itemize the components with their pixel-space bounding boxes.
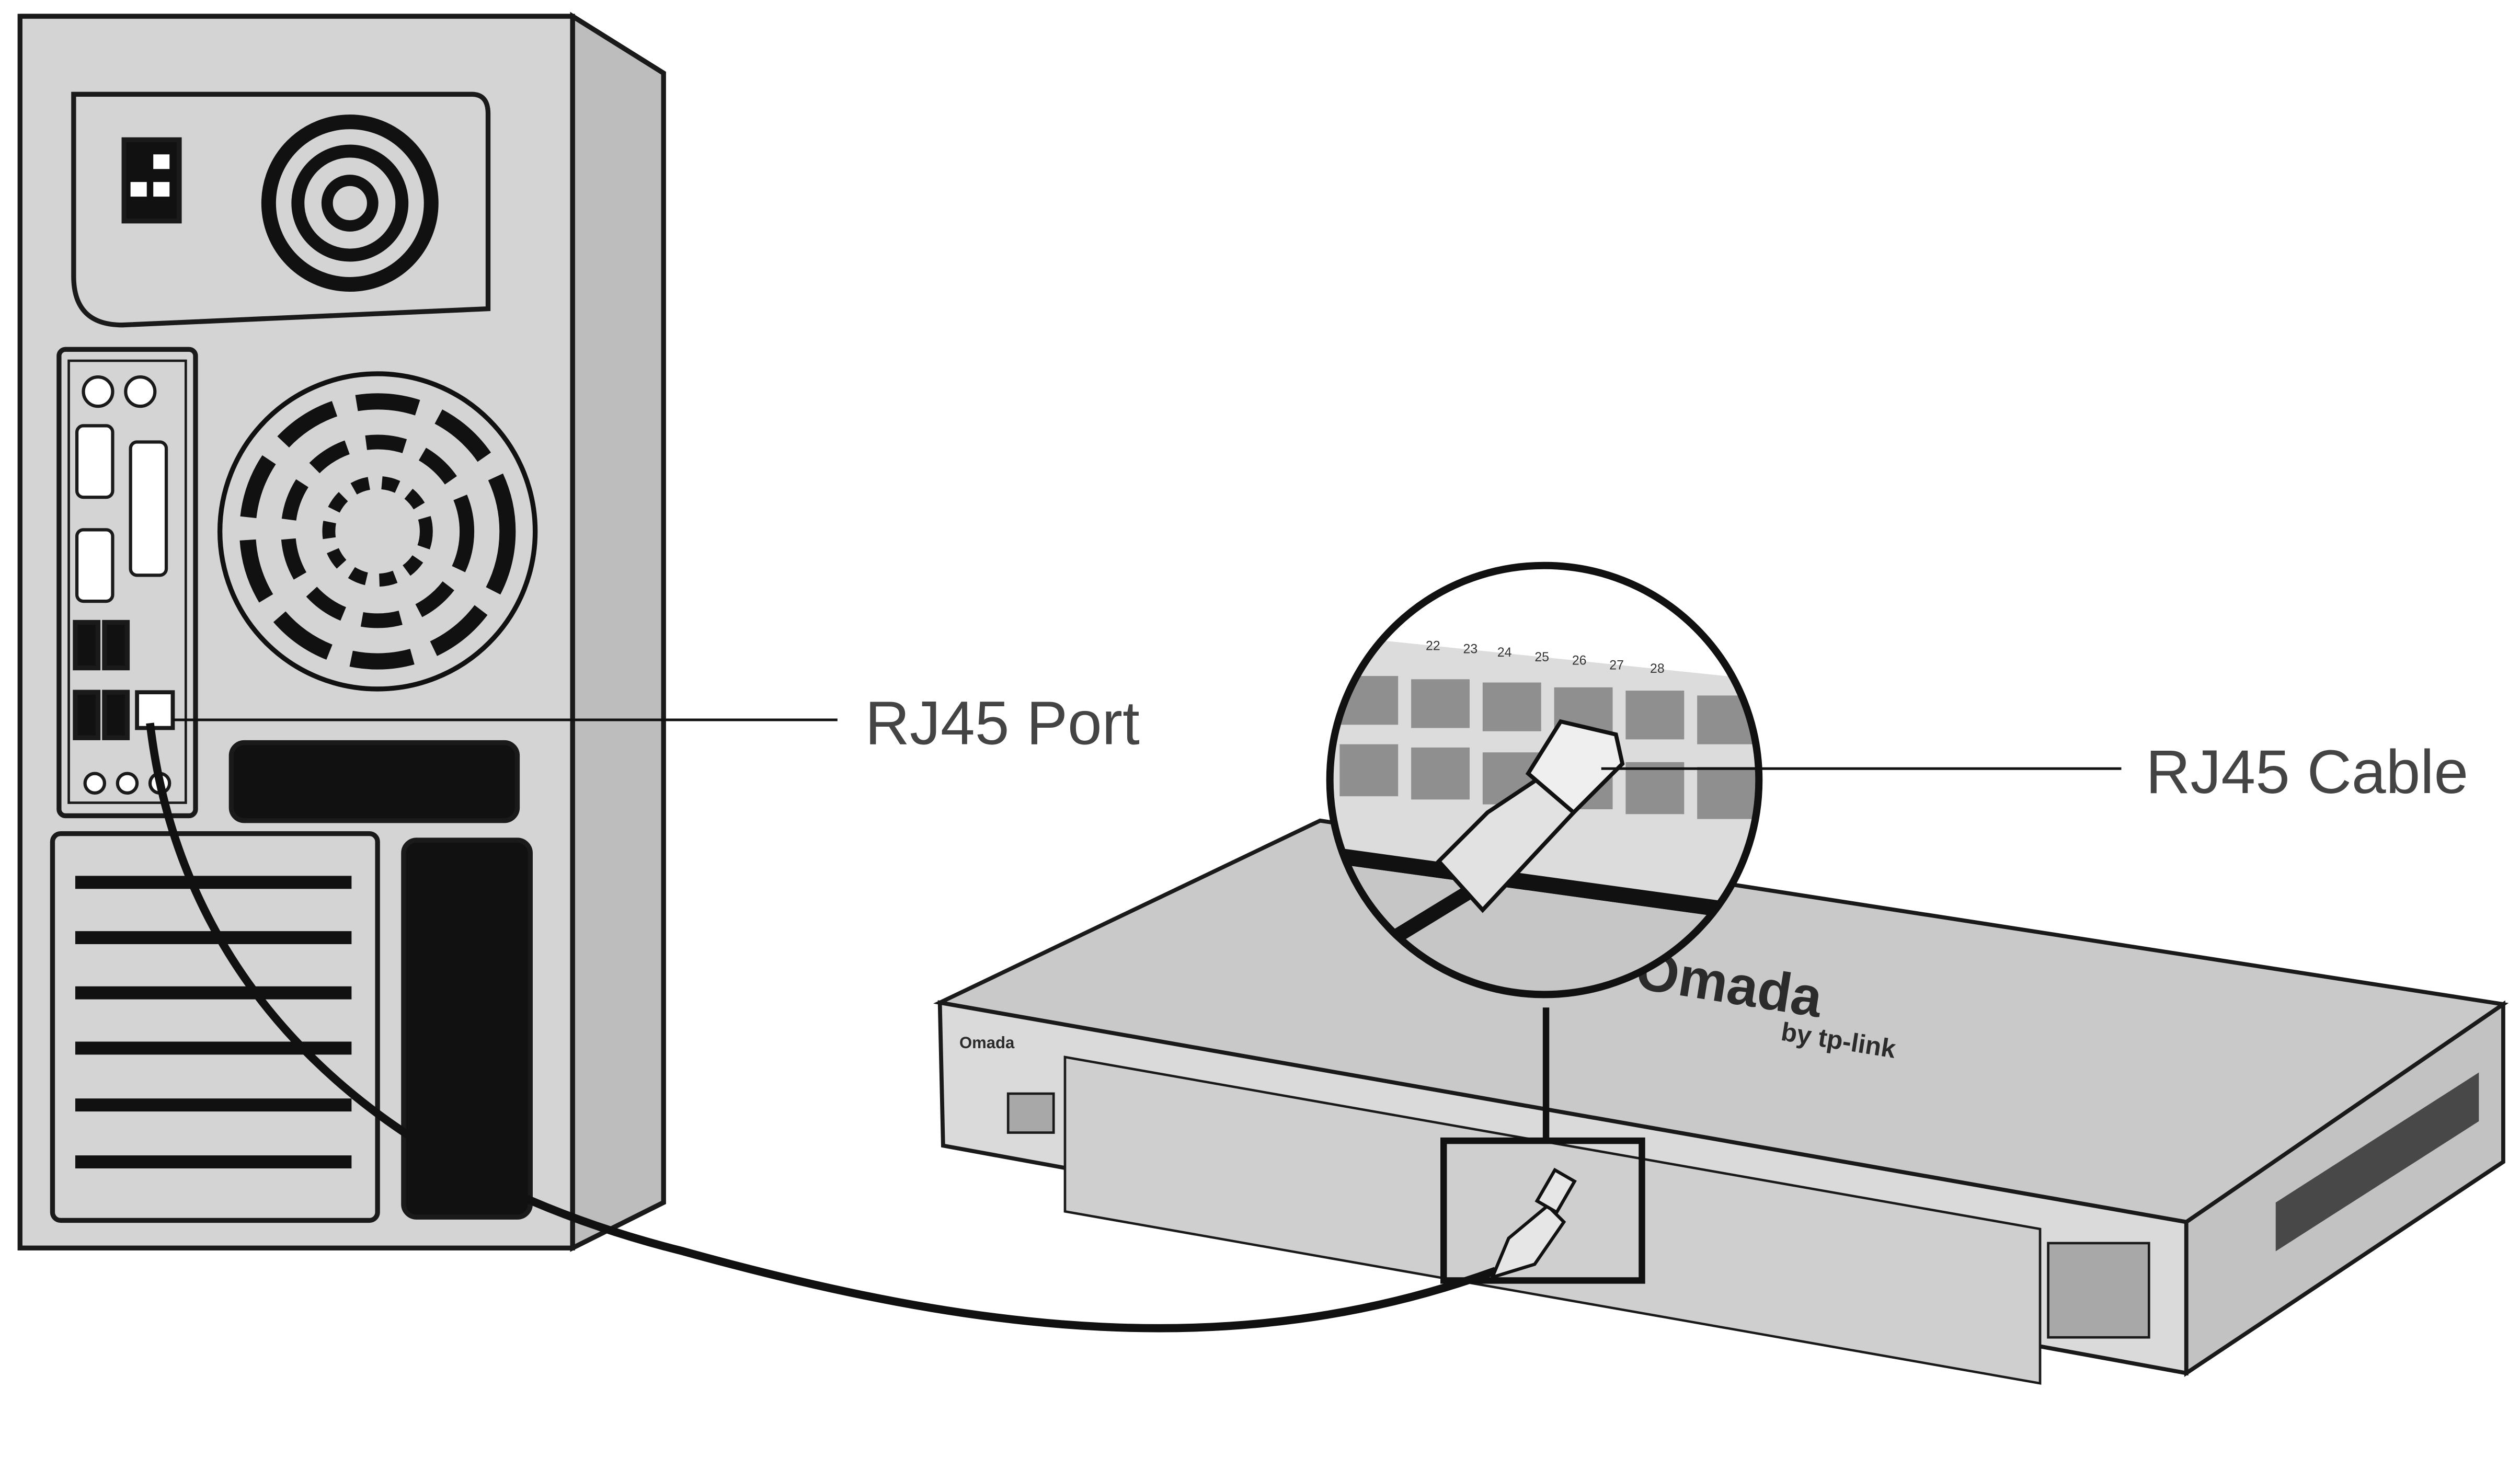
port-number: 24	[1497, 645, 1512, 660]
magnifier: 22 23 24 25 26 27 28	[1326, 561, 1763, 999]
power-switch-icon	[121, 137, 182, 224]
zoom-port-numbers: 22 23 24 25 26 27 28	[1426, 638, 1665, 676]
serial-ports	[75, 424, 168, 603]
zoom-rj45-plug-icon	[1436, 719, 1625, 913]
rj45-port-label: RJ45 Port	[865, 689, 1140, 758]
port-number: 28	[1650, 661, 1665, 676]
rj45-plug-icon	[1490, 1167, 1577, 1280]
middle-vent	[228, 740, 520, 823]
expansion-slot-covers	[75, 876, 352, 1168]
tower-side	[570, 12, 666, 1252]
port-number: 22	[1426, 638, 1440, 653]
usb-port-icon	[73, 619, 130, 740]
ps2-ports	[82, 375, 157, 408]
case-fan-icon	[217, 371, 538, 692]
zoom-ports	[1339, 676, 1756, 819]
switch-side-vents	[2275, 1072, 2479, 1252]
port-number: 27	[1609, 658, 1624, 673]
cable	[146, 722, 1497, 1333]
port-number: 26	[1572, 653, 1587, 668]
expansion-slot-panel	[50, 831, 380, 1223]
port-number: 25	[1534, 650, 1549, 664]
switch-front-brand: Omada	[959, 1034, 1015, 1052]
rj45-port	[135, 690, 175, 730]
rj45-cable-label: RJ45 Cable	[2146, 738, 2468, 807]
port-number: 23	[1463, 642, 1478, 657]
sfp-block	[2047, 1242, 2150, 1339]
side-vent	[401, 837, 533, 1220]
tower-top	[20, 14, 665, 75]
psu-fan-icon	[261, 114, 439, 292]
pc-tower	[17, 12, 666, 1252]
console-port	[1006, 1092, 1055, 1134]
